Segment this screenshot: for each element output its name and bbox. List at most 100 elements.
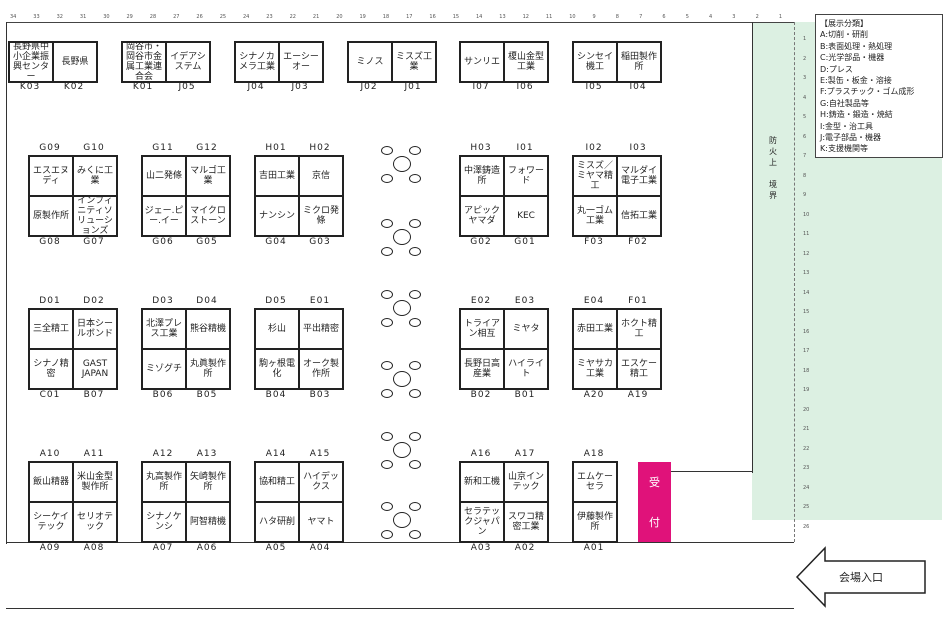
booth-company[interactable]: GAST JAPAN	[73, 349, 117, 389]
booth-code-top: G09	[39, 143, 61, 153]
booth-company[interactable]: 中澤鋳造所	[460, 156, 504, 196]
top-scale-number: 33	[33, 14, 40, 20]
fire-boundary-zone-right	[752, 22, 800, 472]
booth-company[interactable]: 長野県中小企業振興センター	[9, 42, 53, 82]
booth-company[interactable]: 岡谷市・岡谷市金属工業連合会	[122, 42, 166, 82]
booth-company[interactable]: イデアシステム	[166, 42, 210, 82]
booth-company[interactable]: 山京インテック	[504, 462, 548, 502]
booth-company[interactable]: 丸一ゴム工業	[573, 196, 617, 236]
booth-company[interactable]: ミヤタ	[504, 309, 548, 349]
booth-company[interactable]: 榎山金型工業	[504, 42, 548, 82]
booth-company[interactable]: 伊藤製作所	[573, 502, 617, 542]
booth-company[interactable]: 長野県	[53, 42, 97, 82]
booth-company[interactable]: 原製作所	[29, 196, 73, 236]
booth-company[interactable]: シンセイ機工	[573, 42, 617, 82]
booth-code-bottom: B01	[514, 390, 536, 400]
booth-company[interactable]: 阿智精機	[186, 502, 230, 542]
booth-company[interactable]: インフィニティソリューションズ	[73, 196, 117, 236]
booth-company[interactable]: 熊谷精機	[186, 309, 230, 349]
booth-company[interactable]: 杉山	[255, 309, 299, 349]
booth-company[interactable]: セラテックジャパン	[460, 502, 504, 542]
entrance-label: 会場入口	[839, 571, 883, 584]
booth-company[interactable]: 新和工機	[460, 462, 504, 502]
booth-company[interactable]: ミゾグチ	[142, 349, 186, 389]
booth-company[interactable]: 京信	[299, 156, 343, 196]
booth-company[interactable]: シナノケンシ	[142, 502, 186, 542]
booth-company[interactable]: 北澤プレス工業	[142, 309, 186, 349]
legend-item: I:金型・治工具	[820, 121, 874, 131]
booth-company[interactable]: ジェー.ピー.イー	[142, 196, 186, 236]
booth-company[interactable]: エーシーオー	[279, 42, 323, 82]
fire-boundary-char: 界	[769, 191, 777, 200]
booth-company[interactable]: エスケー精工	[617, 349, 661, 389]
row-scale-number: 22	[803, 445, 810, 452]
booth-company[interactable]: ナンシン	[255, 196, 299, 236]
booth-code: I04	[629, 82, 647, 92]
booth-company[interactable]: フォワード	[504, 156, 548, 196]
booth-company[interactable]: 駒ヶ根電化	[255, 349, 299, 389]
top-scale-number: 17	[406, 14, 413, 20]
hall-bottom-wall	[6, 542, 794, 543]
booth-block: 飯山精器米山金型製作所シーケイテックセリオテック	[28, 461, 118, 543]
booth-code-top: D04	[196, 296, 218, 306]
booth-company[interactable]: シナノ精密	[29, 349, 73, 389]
booth-company[interactable]: ミクロ発條	[299, 196, 343, 236]
booth-company[interactable]: 矢崎製作所	[186, 462, 230, 502]
chair	[409, 318, 421, 327]
booth-company[interactable]: エスエヌディ	[29, 156, 73, 196]
booth-company[interactable]: 長野日高産業	[460, 349, 504, 389]
booth-company[interactable]: 丸眞製作所	[186, 349, 230, 389]
booth-code-bottom: F03	[584, 237, 604, 247]
booth-company[interactable]: 稲田製作所	[617, 42, 661, 82]
booth-code-bottom: A03	[470, 543, 492, 553]
booth-company[interactable]: オーク製作所	[299, 349, 343, 389]
booth-company[interactable]: 日本シールボンド	[73, 309, 117, 349]
booth-company[interactable]: ミヤサカ工業	[573, 349, 617, 389]
booth-company[interactable]: ミノス	[348, 42, 392, 82]
booth-company[interactable]: KEC	[504, 196, 548, 236]
top-scale-number: 31	[79, 14, 87, 20]
legend-item: J:電子部品・機器	[820, 133, 882, 143]
chair	[409, 432, 421, 441]
booth-company[interactable]: スワコ精密工業	[504, 502, 548, 542]
booth-company[interactable]: トライアン相互	[460, 309, 504, 349]
booth-company[interactable]: ミスズ工業	[392, 42, 436, 82]
booth-company[interactable]: セリオテック	[73, 502, 117, 542]
booth-code-bottom: G02	[470, 237, 492, 247]
top-booth-pair: シナノカメラ工業エーシーオー	[234, 41, 324, 83]
booth-company[interactable]: ハタ研削	[255, 502, 299, 542]
booth-company[interactable]: マルダイ電子工業	[617, 156, 661, 196]
booth-company[interactable]: 協和精工	[255, 462, 299, 502]
booth-company[interactable]: マルゴ工業	[186, 156, 230, 196]
booth-company[interactable]: 信拓工業	[617, 196, 661, 236]
booth-company[interactable]: 飯山精器	[29, 462, 73, 502]
top-scale-number: 10	[569, 14, 576, 20]
booth-company[interactable]: 赤田工業	[573, 309, 617, 349]
right-scale-line	[794, 22, 796, 542]
chair	[409, 247, 421, 256]
booth-company[interactable]: 丸高製作所	[142, 462, 186, 502]
reception-label-2: 付	[649, 516, 660, 529]
booth-code-top: D05	[265, 296, 287, 306]
booth-company[interactable]: マイクロストーン	[186, 196, 230, 236]
booth-company[interactable]: ハイデックス	[299, 462, 343, 502]
booth-company[interactable]: サンリエ	[460, 42, 504, 82]
booth-company[interactable]: ハイライト	[504, 349, 548, 389]
booth-company[interactable]: みくに工業	[73, 156, 117, 196]
top-scale-number: 32	[56, 14, 63, 20]
booth-company[interactable]: ミスズ／ミヤマ精工	[573, 156, 617, 196]
booth-company[interactable]: 吉田工業	[255, 156, 299, 196]
booth-company[interactable]: 三全精工	[29, 309, 73, 349]
booth-company[interactable]: 山二発條	[142, 156, 186, 196]
booth-company[interactable]: ヤマト	[299, 502, 343, 542]
booth-company[interactable]: シーケイテック	[29, 502, 73, 542]
booth-company[interactable]: 米山金型製作所	[73, 462, 117, 502]
booth-company[interactable]: 平出精密	[299, 309, 343, 349]
booth-company[interactable]: シナノカメラ工業	[235, 42, 279, 82]
booth-company[interactable]: エムケーセラ	[573, 462, 617, 502]
booth-company[interactable]: アピックヤマダ	[460, 196, 504, 236]
row-scale-number: 19	[803, 387, 810, 393]
top-booth-pair: 長野県中小企業振興センター長野県	[8, 41, 98, 83]
booth-company[interactable]: ホクト精工	[617, 309, 661, 349]
